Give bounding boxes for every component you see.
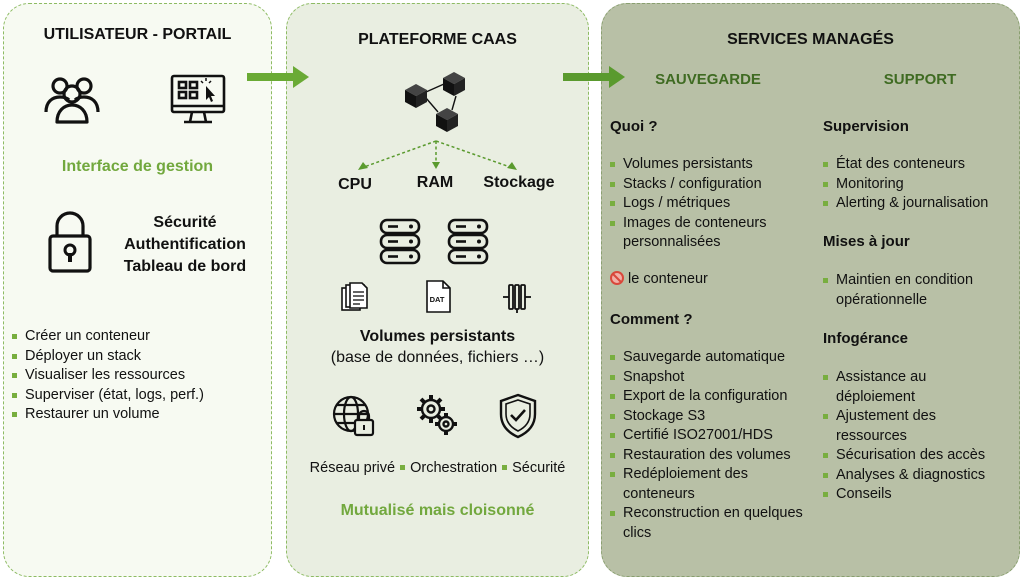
users-icon [44, 77, 100, 124]
list-item: Images de conteneurs personnalisées [610, 214, 810, 253]
list-item: État des conteneurs [823, 155, 1013, 175]
dashboard-monitor-icon [170, 74, 226, 124]
shield-check-icon [499, 393, 537, 439]
globe-lock-icon [332, 395, 375, 437]
database-server-icon [379, 218, 421, 265]
platform-footer: Mutualisé mais cloisonné [340, 502, 535, 519]
list-item: Maintien en condition opérationnelle [823, 271, 998, 310]
list-item: Volumes persistants [610, 155, 810, 175]
ram-label: RAM [416, 174, 454, 191]
padlock-icon [48, 211, 92, 273]
caas-platform-title: PLATEFORME CAAS [358, 31, 517, 48]
dat-file-icon: DAT [426, 280, 451, 313]
platform-features: Réseau privé Orchestration Sécurité [286, 460, 589, 476]
list-item: Sauvegarde automatique [610, 348, 810, 368]
security-line: Sécurité [153, 214, 217, 231]
dat-label: DAT [430, 295, 445, 304]
managed-services-title: SERVICES MANAGÉS [727, 31, 894, 48]
user-portal-title: UTILISATEUR - PORTAIL [43, 26, 232, 43]
user-portal-panel [3, 3, 272, 577]
list-item: Créer un conteneur [12, 327, 267, 347]
list-item: Visualiser les ressources [12, 366, 267, 386]
list-item: Alerting & journalisation [823, 194, 1013, 214]
list-item: Reconstruction en quelques clics [610, 504, 810, 543]
volumes-title: Volumes persistants [359, 328, 516, 345]
arrow-platform-to-services-icon [563, 66, 625, 88]
excluded-item: le conteneur [610, 271, 708, 287]
list-item: Superviser (état, logs, perf.) [12, 386, 267, 406]
security-feature-label: Sécurité [512, 460, 566, 476]
cubes-icon [405, 72, 465, 132]
authentication-line: Authentification [124, 236, 246, 253]
storage-label: Stockage [483, 174, 555, 191]
supervision-list: État des conteneurs Monitoring Alerting … [823, 155, 1013, 214]
security-block: Sécurité Authentification Tableau de bor… [110, 212, 260, 278]
outsourcing-list: Assistance au déploiement Ajustement des… [823, 368, 1003, 505]
orchestration-label: Orchestration [410, 460, 498, 476]
portal-actions-list: Créer un conteneur Déployer un stack Vis… [12, 327, 267, 425]
bullet-icon [502, 464, 508, 470]
backup-how-title: Comment ? [610, 311, 693, 328]
resource-branch-arrows [358, 140, 517, 170]
cpu-label: CPU [338, 176, 372, 193]
list-item: Stockage S3 [610, 407, 810, 427]
list-item: Export de la configuration [610, 387, 810, 407]
list-item: Snapshot [610, 368, 810, 388]
documents-icon [341, 282, 368, 311]
database-server-icon [447, 218, 489, 265]
excluded-label: le conteneur [628, 271, 708, 287]
arrow-portal-to-platform-icon [247, 66, 309, 88]
interface-label: Interface de gestion [61, 158, 214, 175]
list-item: Conseils [823, 485, 1003, 505]
backup-what-title: Quoi ? [610, 118, 658, 135]
list-item: Logs / métriques [610, 194, 810, 214]
list-item: Stacks / configuration [610, 175, 810, 195]
updates-list: Maintien en condition opérationnelle [823, 271, 998, 310]
list-item: Certifié ISO27001/HDS [610, 426, 810, 446]
managed-services-panel [601, 3, 1020, 577]
supervision-title: Supervision [823, 118, 909, 135]
dashboard-line: Tableau de bord [123, 258, 247, 275]
backup-title: SAUVEGARDE [655, 71, 761, 88]
list-item: Restauration des volumes [610, 446, 810, 466]
support-title: SUPPORT [883, 71, 957, 88]
private-network-label: Réseau privé [309, 460, 396, 476]
list-item: Déployer un stack [12, 347, 267, 367]
list-item: Monitoring [823, 175, 1013, 195]
network-storage-icon [503, 284, 531, 313]
list-item: Analyses & diagnostics [823, 466, 1003, 486]
gears-icon [417, 395, 457, 435]
bullet-icon [400, 464, 406, 470]
prohibited-icon [610, 271, 624, 285]
backup-how-list: Sauvegarde automatique Snapshot Export d… [610, 348, 810, 543]
backup-what-list: Volumes persistants Stacks / configurati… [610, 155, 810, 253]
list-item: Redéploiement des conteneurs [610, 465, 810, 504]
list-item: Assistance au déploiement [823, 368, 1003, 407]
list-item: Sécurisation des accès [823, 446, 1003, 466]
list-item: Ajustement des ressources [823, 407, 1003, 446]
volumes-subtitle: (base de données, fichiers …) [330, 349, 545, 366]
list-item: Restaurer un volume [12, 405, 267, 425]
updates-title: Mises à jour [823, 233, 910, 250]
outsourcing-title: Infogérance [823, 330, 909, 347]
